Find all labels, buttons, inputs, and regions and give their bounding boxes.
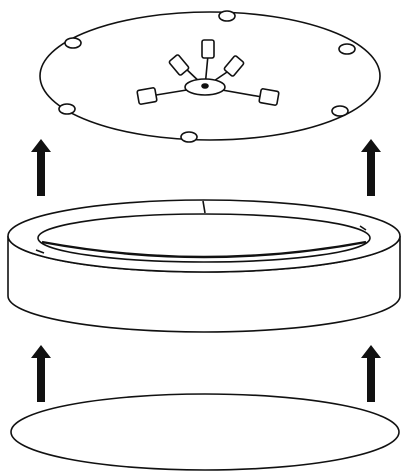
lamp-socket (258, 88, 280, 106)
mounting-hole (64, 37, 82, 49)
up-arrows-upper (31, 139, 381, 196)
up-arrows-lower (31, 345, 381, 402)
mounting-hole (338, 43, 356, 55)
up-arrow-icon (361, 139, 381, 196)
diffuser-disc (10, 393, 400, 471)
lamp-socket (223, 55, 245, 77)
mounting-holes (58, 10, 356, 143)
lamp-socket (136, 87, 158, 105)
lamp-socket (201, 39, 215, 59)
mounting-hole (180, 131, 198, 143)
up-arrow-icon (31, 139, 51, 196)
mounting-hole (218, 10, 236, 22)
mounting-hole (58, 103, 76, 115)
mounting-plate (39, 10, 381, 143)
lamp-holder-spider (136, 39, 280, 106)
housing-ring-opening (37, 213, 371, 263)
up-arrow-icon (31, 345, 51, 402)
up-arrow-icon (361, 345, 381, 402)
mounting-hole (331, 105, 349, 117)
housing-ring (7, 199, 401, 333)
lamp-socket (168, 54, 190, 76)
mounting-plate-outline (39, 11, 381, 141)
